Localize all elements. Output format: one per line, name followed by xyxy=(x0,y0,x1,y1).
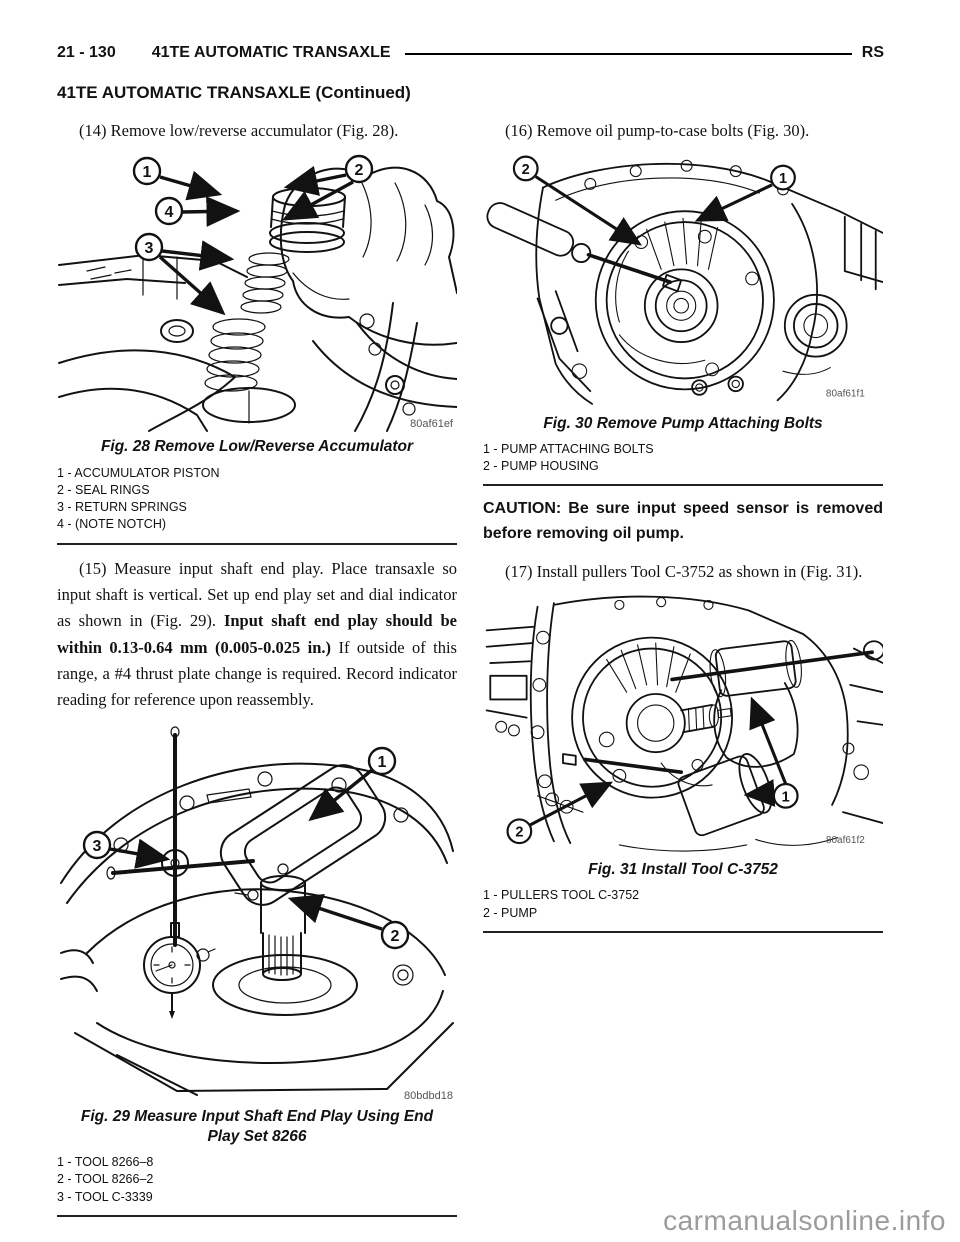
step-15: (15) Measure input shaft end play. Place… xyxy=(57,556,457,714)
svg-text:3: 3 xyxy=(93,838,102,855)
figure-28-art: 1 2 4 3 80af61ef xyxy=(58,155,457,433)
legend-item: 2 - SEAL RINGS xyxy=(57,482,150,497)
section-title: 41TE AUTOMATIC TRANSAXLE xyxy=(151,44,391,61)
header-rule xyxy=(404,53,852,55)
svg-text:1: 1 xyxy=(378,754,387,771)
callout-1: 1 xyxy=(772,783,799,810)
callout-2: 2 xyxy=(506,818,533,845)
callout-2: 2 xyxy=(344,155,374,184)
step-15-text: (15) Measure input shaft end play. Place… xyxy=(57,558,457,631)
figure-29-legend: 1 - TOOL 8266–8 2 - TOOL 8266–2 3 - TOOL… xyxy=(57,1154,457,1217)
legend-item: 2 - TOOL 8266–2 xyxy=(57,1172,154,1187)
figure-29-art: 1 3 2 80bdbd18 xyxy=(60,726,454,1102)
figure-31-code: 80af61f2 xyxy=(826,835,865,846)
legend-item: 3 - TOOL C-3339 xyxy=(57,1189,153,1204)
svg-text:3: 3 xyxy=(145,240,154,257)
svg-text:2: 2 xyxy=(391,928,400,945)
legend-item: 1 - TOOL 8266–8 xyxy=(57,1155,154,1170)
step-14: (14) Remove low/reverse accumulator (Fig… xyxy=(79,121,399,140)
callout-3: 3 xyxy=(82,830,112,860)
legend-item: 3 - RETURN SPRINGS xyxy=(57,500,187,515)
figure-28: 1 2 4 3 80af61ef Fig. 28 Remove Low/Reve… xyxy=(57,153,457,545)
figure-28-code: 80af61ef xyxy=(410,418,454,430)
step-15-spec: Input shaft end play should be within 0.… xyxy=(57,611,457,657)
svg-text:2: 2 xyxy=(522,162,530,178)
figure-29-caption: Fig. 29 Measure Input Shaft End Play Usi… xyxy=(80,1107,434,1146)
legend-item: 2 - PUMP xyxy=(483,905,538,920)
svg-text:2: 2 xyxy=(355,162,364,179)
figure-29-code: 80bdbd18 xyxy=(404,1090,453,1102)
legend-item: 1 - PUMP ATTACHING BOLTS xyxy=(483,441,654,456)
step-17: (17) Install pullers Tool C-3752 as show… xyxy=(505,561,863,581)
legend-item: 1 - PULLERS TOOL C-3752 xyxy=(483,888,640,903)
step-16: (16) Remove oil pump-to-case bolts (Fig.… xyxy=(505,121,810,140)
svg-text:1: 1 xyxy=(143,164,152,181)
two-column-body: (14) Remove low/reverse accumulator (Fig… xyxy=(0,103,960,1228)
page-header: 21 - 130 41TE AUTOMATIC TRANSAXLE RS xyxy=(0,0,960,62)
legend-item: 4 - (NOTE NOTCH) xyxy=(57,517,167,532)
figure-30: 2 1 80af61f1 Fig. 30 Remove Pump Attachi… xyxy=(483,153,883,487)
caution-text: CAUTION: Be sure input speed sensor is r… xyxy=(483,500,883,543)
callout-4: 4 xyxy=(154,197,184,226)
legend-item: 2 - PUMP HOUSING xyxy=(483,459,599,474)
step-15-text: If outside of this range, a #4 thrust pl… xyxy=(57,637,457,710)
figure-28-legend: 1 - ACCUMULATOR PISTON 2 - SEAL RINGS 3 … xyxy=(57,465,457,545)
callout-3: 3 xyxy=(134,233,164,262)
figure-31-legend: 1 - PULLERS TOOL C-3752 2 - PUMP xyxy=(483,887,883,933)
continued-title: 41TE AUTOMATIC TRANSAXLE (Continued) xyxy=(57,83,411,102)
region-code: RS xyxy=(861,44,884,61)
watermark: carmanualsonline.info xyxy=(663,1205,946,1236)
callout-2: 2 xyxy=(512,155,539,182)
figure-29: 1 3 2 80bdbd18 Fig. 29 Measure Input Sha… xyxy=(57,723,457,1217)
svg-text:1: 1 xyxy=(779,171,787,187)
callout-2: 2 xyxy=(380,920,410,950)
right-column: (16) Remove oil pump-to-case bolts (Fig.… xyxy=(483,118,883,1228)
figure-31-caption: Fig. 31 Install Tool C-3752 xyxy=(588,861,778,879)
figure-28-caption: Fig. 28 Remove Low/Reverse Accumulator xyxy=(100,438,414,456)
callout-1: 1 xyxy=(770,165,796,191)
svg-text:1: 1 xyxy=(782,790,790,806)
left-column: (14) Remove low/reverse accumulator (Fig… xyxy=(57,118,457,1228)
callout-1: 1 xyxy=(132,157,162,186)
figure-30-legend: 1 - PUMP ATTACHING BOLTS 2 - PUMP HOUSIN… xyxy=(483,441,883,487)
svg-text:2: 2 xyxy=(515,825,523,841)
figure-30-code: 80af61f1 xyxy=(826,389,865,400)
legend-item: 1 - ACCUMULATOR PISTON xyxy=(57,465,220,480)
figure-30-art: 2 1 80af61f1 xyxy=(486,155,883,406)
svg-text:4: 4 xyxy=(165,204,174,221)
figure-31: 1 2 80af61f2 Fig. 31 Install Tool C-3752… xyxy=(483,594,883,933)
page-number: 21 - 130 xyxy=(57,44,116,61)
figure-30-caption: Fig. 30 Remove Pump Attaching Bolts xyxy=(543,414,823,432)
callout-1: 1 xyxy=(367,746,397,776)
figure-31-art: 1 2 80af61f2 xyxy=(485,596,883,852)
